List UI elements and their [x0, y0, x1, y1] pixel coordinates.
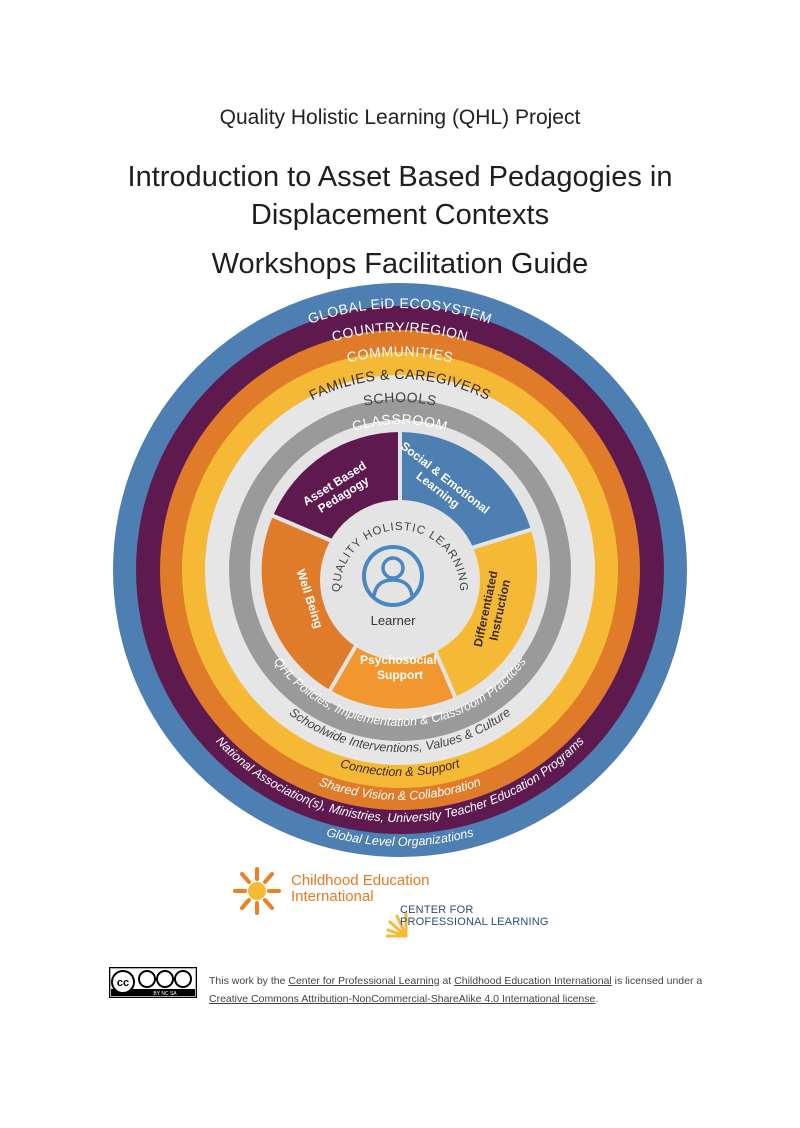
- childhood-education-international-link[interactable]: Childhood Education International: [454, 975, 612, 987]
- person-icon: [362, 545, 424, 607]
- center-for-professional-learning-link[interactable]: Center for Professional Learning: [288, 975, 440, 987]
- cc-by-nc-sa-icon[interactable]: cc BY NC SA: [109, 967, 197, 998]
- svg-text:cc: cc: [117, 977, 129, 989]
- project-title: Quality Holistic Learning (QHL) Project: [219, 106, 581, 129]
- creative-commons-license-link[interactable]: Creative Commons Attribution-NonCommerci…: [209, 993, 596, 1005]
- license-text: This work by the Center for Professional…: [209, 975, 703, 1005]
- learner-label: Learner: [371, 613, 416, 628]
- cei-logo-icon: [233, 867, 281, 915]
- document-title: Introduction to Asset Based Pedagogies i…: [0, 158, 800, 234]
- cpl-logo-text: CENTER FOR PROFESSIONAL LEARNING: [400, 904, 549, 928]
- svg-text:COMMUNITIES: COMMUNITIES: [345, 343, 455, 365]
- document-title-line2: Displacement Contexts: [250, 199, 550, 231]
- cei-logo-text: Childhood Education International: [291, 872, 430, 905]
- document-title-line1: Introduction to Asset Based Pedagogies i…: [127, 161, 673, 193]
- segment-label-psychosocial: Psychosocial Support: [360, 653, 440, 682]
- svg-text:BY NC SA: BY NC SA: [153, 991, 177, 997]
- ring-label-communities: COMMUNITIES: [345, 343, 454, 365]
- guide-title: Workshops Facilitation Guide: [211, 248, 589, 280]
- cpl-logo-icon: [386, 912, 408, 938]
